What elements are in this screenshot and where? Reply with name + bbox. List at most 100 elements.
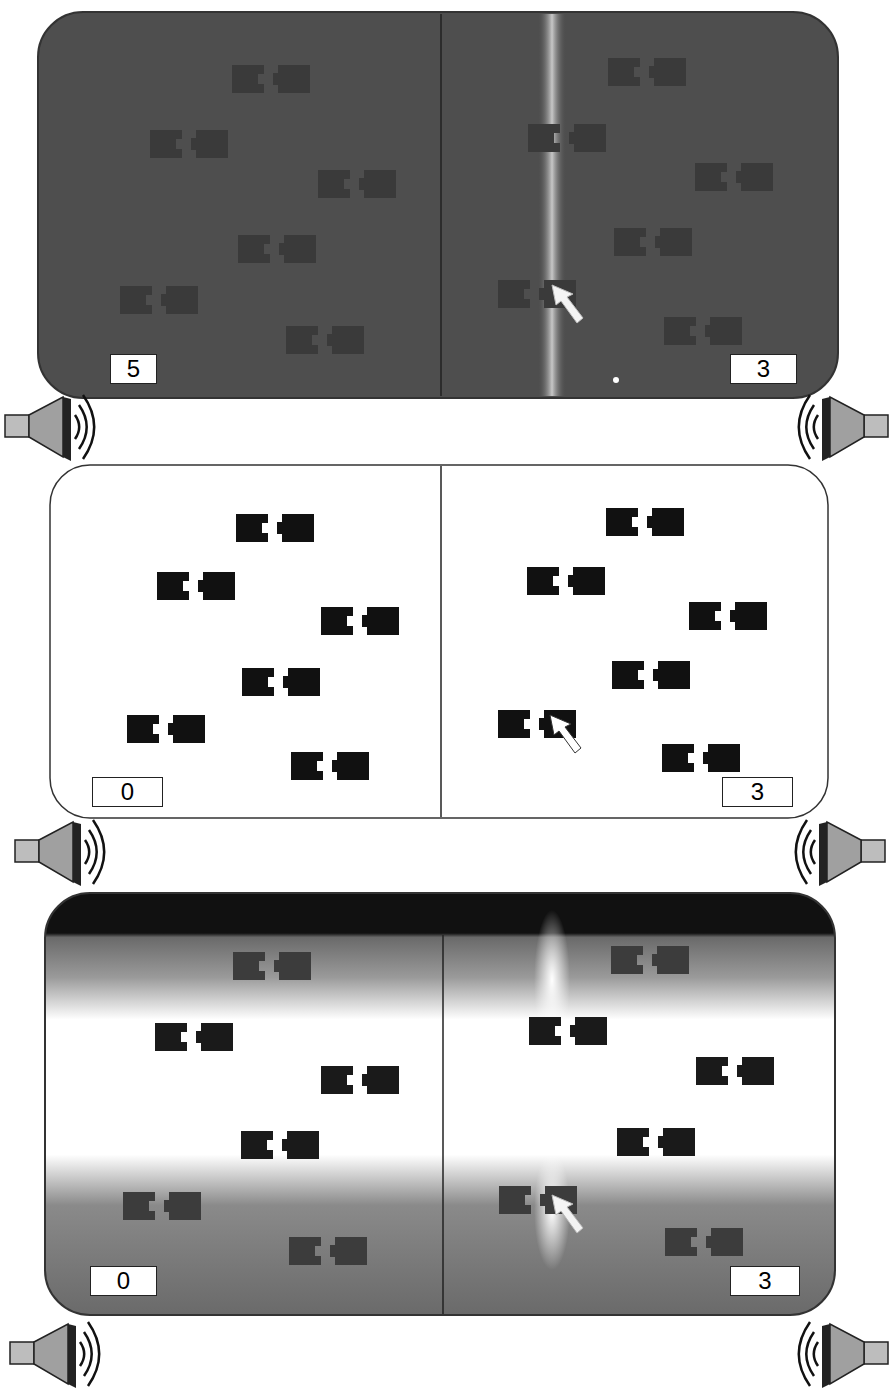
score-number: 3	[757, 356, 770, 382]
block	[233, 952, 265, 980]
score-number: 3	[758, 1268, 771, 1294]
block	[168, 715, 205, 743]
sound-wave	[84, 1332, 92, 1376]
block	[498, 710, 530, 738]
block	[241, 1131, 273, 1159]
block	[614, 228, 646, 256]
sound-wave	[89, 830, 97, 874]
speaker-icon	[799, 1322, 888, 1388]
block	[232, 65, 264, 93]
block	[498, 280, 530, 308]
pointer-arrow	[550, 715, 581, 753]
sound-wave	[75, 415, 79, 439]
divider	[442, 935, 444, 1314]
block	[362, 1066, 399, 1094]
block	[274, 952, 311, 980]
sound-wave	[811, 840, 815, 864]
speaker-edge	[68, 1324, 76, 1388]
block	[161, 286, 198, 314]
block	[647, 508, 684, 536]
block	[291, 752, 323, 780]
block	[332, 752, 369, 780]
score-number: 3	[751, 779, 764, 805]
speaker-body	[861, 840, 885, 862]
screen-panel	[50, 465, 828, 818]
sound-wave	[80, 1342, 84, 1366]
block	[706, 1228, 743, 1256]
block	[606, 508, 638, 536]
block	[649, 58, 686, 86]
sound-stripe	[538, 14, 566, 396]
speaker-body	[864, 415, 888, 437]
pointer-arrow	[552, 285, 583, 323]
speaker-cone	[830, 1324, 864, 1384]
block	[730, 602, 767, 630]
divider	[440, 466, 442, 817]
block	[123, 1192, 155, 1220]
block	[568, 567, 605, 595]
speck	[613, 377, 619, 383]
speaker-icon	[799, 395, 888, 461]
block	[236, 514, 268, 542]
score-box: 0	[92, 777, 163, 807]
block	[327, 326, 364, 354]
speaker-edge	[73, 822, 81, 886]
block	[191, 130, 228, 158]
speaker-edge	[819, 822, 827, 886]
score-box: 5	[110, 354, 157, 384]
sound-wave	[806, 405, 814, 449]
block	[120, 286, 152, 314]
block	[273, 65, 310, 93]
block	[737, 1057, 774, 1085]
speaker-cone	[34, 1324, 68, 1384]
pointer-group	[550, 285, 583, 1233]
block	[689, 602, 721, 630]
block	[242, 668, 274, 696]
score-box: 3	[730, 354, 797, 384]
block	[611, 946, 643, 974]
sound-wave	[806, 1332, 814, 1376]
block	[289, 1237, 321, 1265]
score-box: 0	[90, 1266, 157, 1296]
speaker-icon	[5, 395, 94, 461]
block	[664, 317, 696, 345]
block	[569, 124, 606, 152]
speaker-body	[864, 1342, 888, 1364]
pointer-arrow	[552, 1195, 583, 1233]
block	[196, 1023, 233, 1051]
speaker-edge	[822, 1324, 830, 1388]
block	[283, 668, 320, 696]
sound-wave	[799, 395, 810, 459]
block	[665, 1228, 697, 1256]
speaker-body	[10, 1342, 34, 1364]
sound-wave	[83, 395, 94, 459]
block	[528, 124, 560, 152]
block	[527, 567, 559, 595]
speaker-icon	[15, 820, 104, 886]
block	[499, 1186, 531, 1214]
block	[652, 946, 689, 974]
sound-wave	[93, 820, 104, 884]
speaker-body	[15, 840, 39, 862]
block	[330, 1237, 367, 1265]
block	[127, 715, 159, 743]
screen-panel	[38, 12, 838, 398]
score-number: 0	[117, 1268, 130, 1294]
block	[279, 235, 316, 263]
block	[653, 661, 690, 689]
block	[529, 1017, 561, 1045]
speaker-group	[5, 395, 888, 1388]
speaker-cone	[827, 822, 861, 882]
block	[655, 228, 692, 256]
screen-panel	[45, 893, 835, 1315]
sound-wave	[803, 830, 811, 874]
block	[238, 235, 270, 263]
sound-wave	[79, 405, 87, 449]
speaker-body	[5, 415, 29, 437]
block	[321, 607, 353, 635]
score-box: 3	[722, 777, 793, 807]
speaker-icon	[796, 820, 885, 886]
score-box: 3	[730, 1266, 800, 1296]
block	[662, 744, 694, 772]
